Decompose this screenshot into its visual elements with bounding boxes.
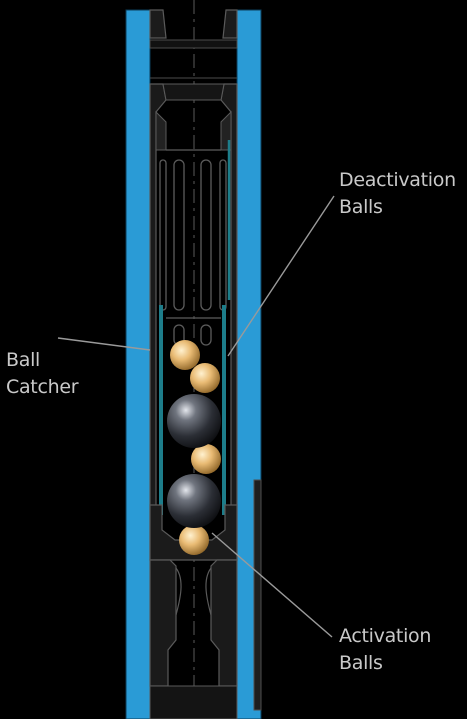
casing-wall-left (126, 10, 150, 719)
deactivation-ball (190, 363, 220, 393)
lower-seat (149, 479, 262, 719)
deactivation-ball (191, 444, 221, 474)
leader-line-ball-catcher (57, 337, 151, 351)
deactivation-ball (179, 525, 209, 555)
collet-slots (159, 149, 227, 346)
leader-line-deactivation (227, 195, 335, 357)
ball-catcher-label-line1: Ball (6, 349, 41, 371)
leader-line-activation (211, 532, 333, 638)
activation-balls-label: Activation Balls (339, 623, 431, 677)
top-connector (149, 9, 238, 79)
liner-left (159, 305, 163, 515)
deactivation-balls (170, 340, 221, 555)
deactivation-label-line2: Balls (339, 196, 383, 218)
ball-catcher-label: Ball Catcher (6, 347, 79, 401)
activation-ball (167, 394, 221, 448)
activation-balls (167, 394, 221, 528)
liner-right (222, 305, 226, 515)
activation-ball (167, 474, 221, 528)
ball-catcher-label-line2: Catcher (6, 376, 79, 398)
leader-lines (57, 195, 335, 638)
activation-label-line1: Activation (339, 625, 432, 647)
deactivation-label-line1: Deactivation (339, 169, 456, 191)
deactivation-ball (170, 340, 200, 370)
deactivation-balls-label: Deactivation Balls (339, 167, 456, 221)
activation-label-line2: Balls (339, 652, 383, 674)
